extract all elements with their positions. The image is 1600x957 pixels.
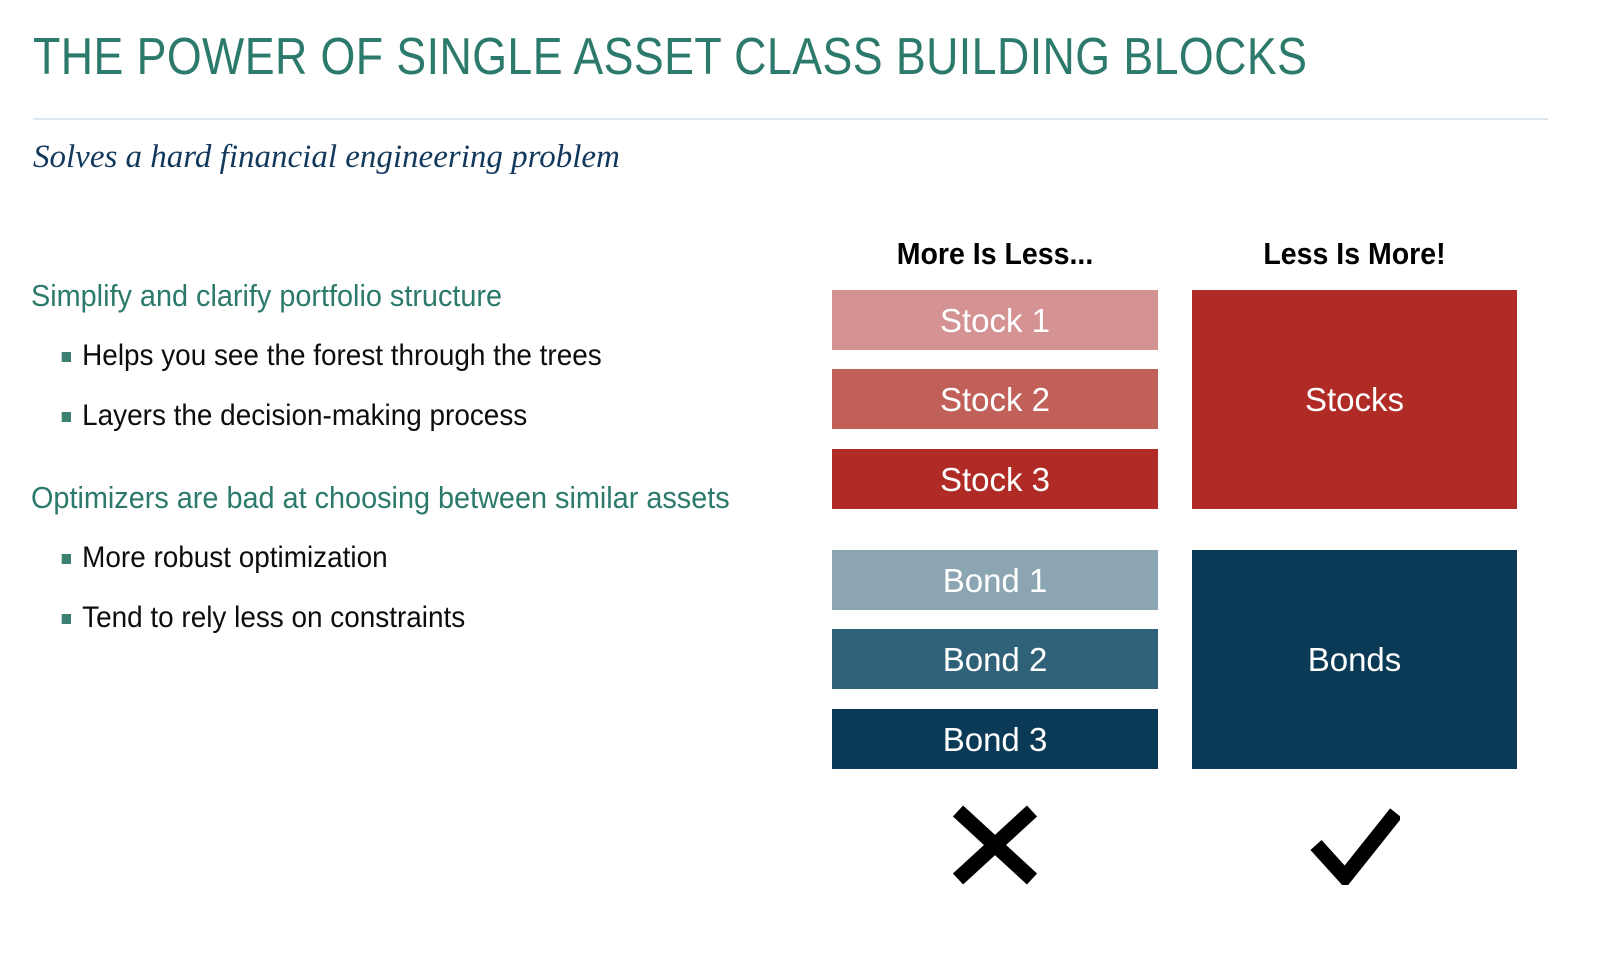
block-stock-2: Stock 2 (832, 369, 1158, 429)
bullet-square-icon (61, 352, 71, 362)
list-item-label: Helps you see the forest through the tre… (82, 339, 602, 372)
block-stock-3: Stock 3 (832, 449, 1158, 509)
list-item: Layers the decision-making process (31, 386, 819, 446)
block-bond-2: Bond 2 (832, 629, 1158, 689)
list-item: Helps you see the forest through the tre… (31, 326, 819, 386)
column-header-less-is-more: Less Is More! (1263, 236, 1446, 271)
list-item-label: Layers the decision-making process (82, 399, 528, 432)
bullet-list-1: Helps you see the forest through the tre… (31, 326, 771, 446)
section-lead-2: Optimizers are bad at choosing between s… (31, 480, 730, 515)
bullet-square-icon (61, 554, 71, 564)
block-bond-3: Bond 3 (832, 709, 1158, 769)
block-bonds-aggregate: Bonds (1192, 550, 1517, 769)
bullet-square-icon (61, 412, 71, 422)
bullet-list-2: More robust optimization Tend to rely le… (31, 528, 771, 648)
bullet-square-icon (61, 614, 71, 624)
list-item-label: Tend to rely less on constraints (82, 601, 466, 634)
list-item: Tend to rely less on constraints (31, 588, 819, 648)
list-item-label: More robust optimization (82, 541, 388, 574)
block-stocks-aggregate: Stocks (1192, 290, 1517, 509)
page-subtitle: Solves a hard financial engineering prob… (33, 139, 620, 175)
page-title: THE POWER OF SINGLE ASSET CLASS BUILDING… (33, 28, 1308, 86)
check-icon (1310, 805, 1400, 885)
list-item: More robust optimization (31, 528, 819, 588)
title-divider (33, 118, 1548, 120)
section-lead-1: Simplify and clarify portfolio structure (31, 278, 503, 313)
block-stock-1: Stock 1 (832, 290, 1158, 350)
body-copy: Simplify and clarify portfolio structure… (31, 272, 771, 648)
column-header-more-is-less: More Is Less... (896, 236, 1094, 271)
cross-icon (950, 805, 1040, 885)
block-bond-1: Bond 1 (832, 550, 1158, 610)
